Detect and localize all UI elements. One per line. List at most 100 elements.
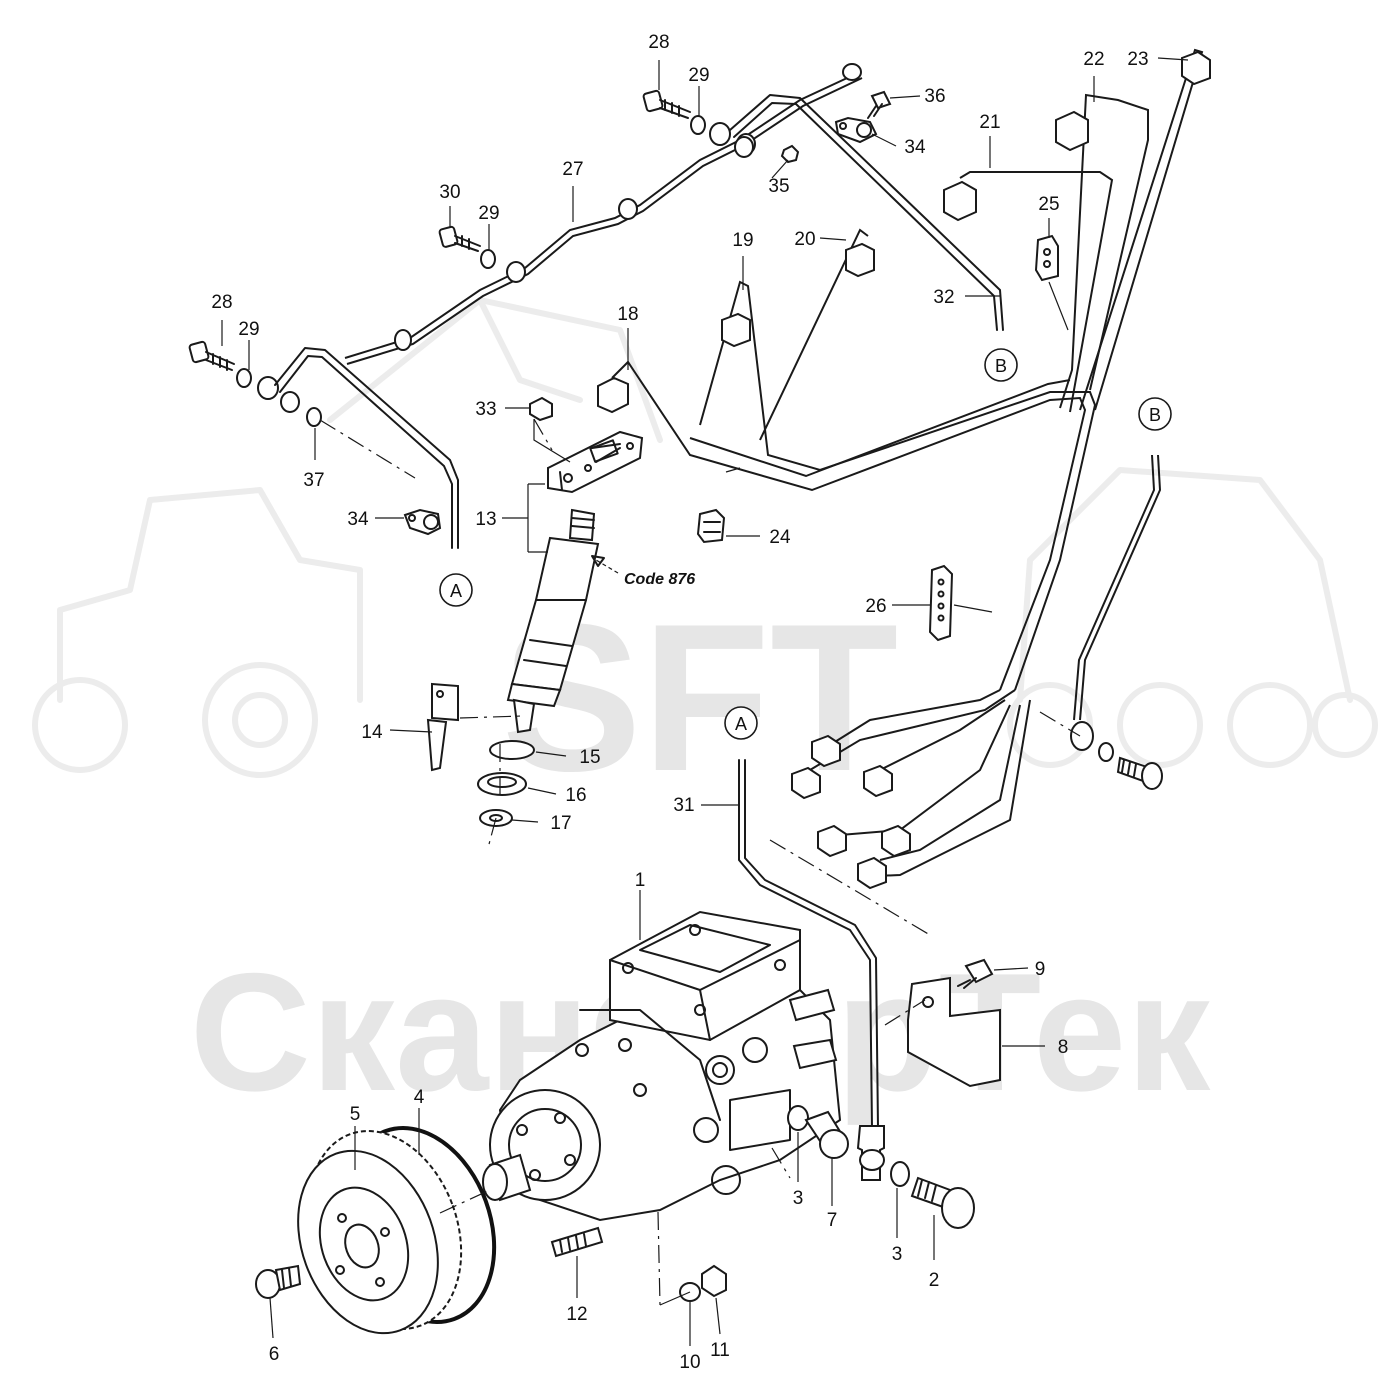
outlet-nut-6: [857, 856, 887, 890]
pipe-nut-18: [597, 376, 629, 414]
return-pipe-left-to-A: [274, 347, 459, 549]
callout-10: 10: [679, 1352, 700, 1373]
bolt-6: [255, 1264, 302, 1299]
center-lines: [319, 418, 1081, 1306]
clip-24: [696, 508, 726, 544]
pipe-nut-23: [1181, 50, 1211, 86]
nozzle-14: [426, 682, 459, 772]
callout-7: 7: [827, 1210, 838, 1231]
watermark-excavator-icon: [327, 297, 663, 443]
banjo-bolt-28-top: [642, 89, 691, 119]
ref-marker-B-right-label: B: [1149, 405, 1161, 425]
outlet-nut-4: [817, 824, 847, 858]
outlet-nut-5: [881, 824, 911, 858]
callout-28-left: 28: [211, 292, 232, 313]
washer-3-right: [890, 1161, 910, 1187]
callout-13: 13: [475, 509, 496, 530]
callout-23: 23: [1127, 49, 1148, 70]
callout-28-top: 28: [648, 32, 669, 53]
callout-20: 20: [794, 229, 815, 250]
sealing-washer-15: [489, 740, 535, 760]
watermark-tractor-right-icon: [1007, 467, 1378, 768]
fitting-7: [804, 1110, 849, 1159]
ref-marker-A-top-label: A: [450, 581, 462, 601]
ref-marker-B-right: B: [1138, 397, 1172, 431]
callout-31: 31: [673, 795, 694, 816]
washer-37: [306, 407, 322, 427]
stud-12: [550, 1226, 604, 1258]
banjo-union-left: [257, 376, 279, 400]
callout-24: 24: [769, 527, 791, 548]
clamp-34-top: [834, 116, 878, 144]
outlet-nut-2: [791, 766, 821, 800]
injector-clamp-bracket: [547, 430, 644, 494]
pipe-nut-19: [721, 312, 751, 348]
callout-12: 12: [566, 1304, 587, 1325]
injection-pump-1: [482, 910, 842, 1222]
callout-33: 33: [475, 399, 496, 420]
banjo-bolt-30: [438, 225, 481, 252]
pipe-nut-22: [1055, 110, 1089, 152]
pressure-pipe-bundle: [597, 48, 1211, 691]
callout-5: 5: [350, 1104, 361, 1125]
outlet-nut-1: [811, 734, 841, 768]
callout-14: 14: [361, 722, 383, 743]
callout-17: 17: [550, 813, 571, 834]
callout-35: 35: [768, 176, 789, 197]
pipe-nut-20: [845, 242, 875, 278]
gear-5: [297, 1130, 463, 1335]
callout-34-left: 34: [347, 509, 369, 530]
outlet-nut-3: [863, 764, 893, 798]
callout-29-mid: 29: [478, 203, 499, 224]
callout-3-left: 3: [793, 1188, 804, 1209]
washer-29-top: [690, 115, 706, 135]
pipe-bundle-lower: [791, 689, 1031, 890]
ref-marker-A-bottom-label: A: [735, 714, 747, 734]
callout-30: 30: [439, 182, 460, 203]
callout-9: 9: [1035, 959, 1046, 980]
callout-8: 8: [1058, 1037, 1069, 1058]
ref-marker-B-top-label: B: [995, 356, 1007, 376]
callout-2: 2: [929, 1270, 940, 1291]
leak-off-line-27: [344, 63, 863, 365]
clip-25: [1034, 234, 1059, 282]
leader-lines: [221, 57, 1189, 1346]
callout-37: 37: [303, 470, 324, 491]
callout-11: 11: [710, 1340, 730, 1361]
bolt-36: [867, 90, 892, 119]
return-pipe-upper-right: [729, 94, 1004, 331]
return-pipe-B: [1070, 454, 1163, 790]
ref-marker-A-bottom: A: [724, 706, 758, 740]
callout-34-top: 34: [904, 137, 926, 158]
ref-marker-B-top: B: [984, 348, 1018, 382]
banjo-bolt-2: [910, 1176, 975, 1229]
nut-35: [780, 144, 800, 164]
nut-11: [701, 1264, 727, 1298]
injector-holder-13: [506, 508, 600, 734]
code-arrow: [591, 555, 619, 574]
pipe-nut-21: [943, 180, 977, 222]
banjo-union-left-2: [280, 391, 300, 413]
sleeve-nut-16-inner: [487, 776, 517, 788]
clip-26: [928, 564, 954, 642]
washer-29-left: [236, 368, 252, 388]
clamp-34-left: [403, 508, 442, 536]
callout-27: 27: [562, 159, 583, 180]
nut-33: [529, 396, 553, 422]
banjo-union-top-2: [734, 136, 754, 158]
washer-3-left: [787, 1105, 809, 1131]
callout-19: 19: [732, 230, 753, 251]
bolt-9: [957, 958, 994, 989]
callout-21: 21: [979, 112, 1000, 133]
callout-32: 32: [933, 287, 954, 308]
bracket-8-hole: [922, 996, 934, 1008]
callout-22: 22: [1083, 49, 1104, 70]
tee-fitting-eye: [859, 1149, 885, 1171]
callout-26: 26: [865, 596, 886, 617]
watermark-tractor-left-icon: [32, 487, 363, 778]
ref-marker-A-top: A: [439, 573, 473, 607]
callout-15: 15: [579, 747, 600, 768]
callout-4: 4: [414, 1087, 425, 1108]
code-note: Code 876: [624, 571, 695, 588]
washer-17-hole: [489, 814, 503, 822]
